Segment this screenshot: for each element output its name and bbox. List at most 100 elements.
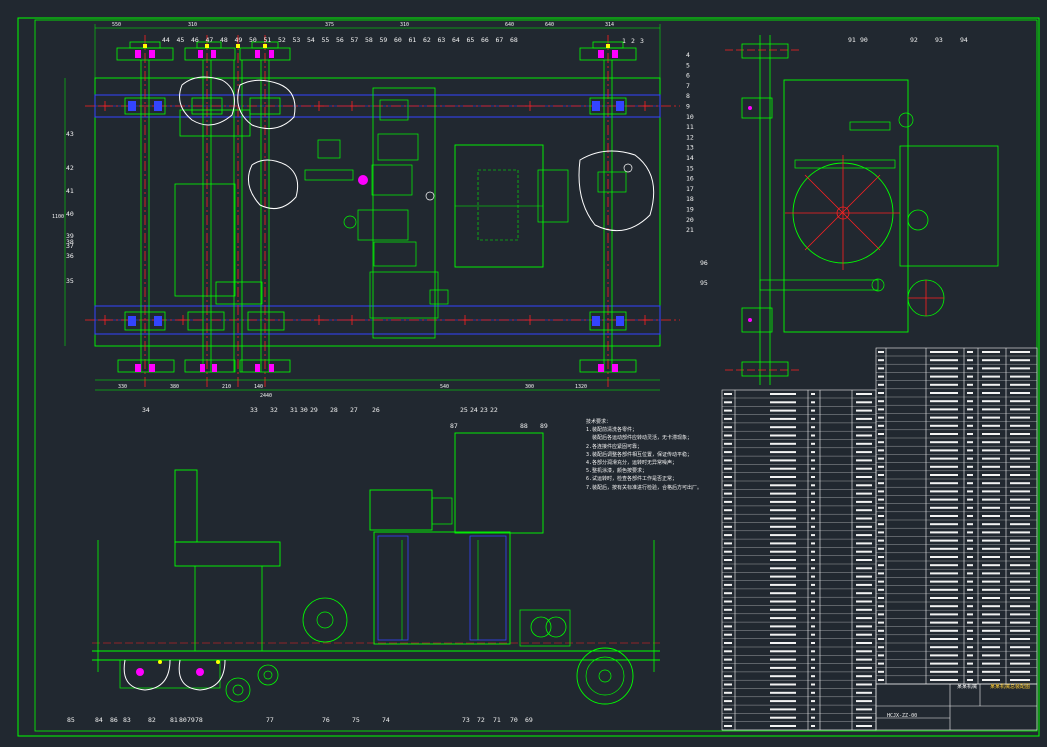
table-cell-text bbox=[811, 492, 815, 495]
table-cell-text bbox=[770, 666, 796, 669]
drawing-title: 某某机械总装配图 bbox=[990, 684, 1031, 690]
table-cell-text bbox=[967, 490, 973, 493]
table-cell-text bbox=[1010, 490, 1030, 493]
table-cell-text bbox=[724, 716, 732, 719]
table-cell-text bbox=[878, 629, 884, 632]
table-cell-text bbox=[967, 588, 973, 591]
table-cell-text bbox=[856, 409, 872, 412]
table-cell-text bbox=[1010, 383, 1030, 386]
table-cell-text bbox=[1010, 465, 1030, 468]
table-cell-text bbox=[811, 426, 815, 429]
balloon-number: 4 bbox=[686, 51, 690, 59]
parts-list-rows bbox=[722, 355, 1037, 731]
table-cell-text bbox=[967, 539, 973, 542]
control-box bbox=[454, 432, 544, 534]
table-cell-text bbox=[770, 467, 796, 470]
table-cell-text bbox=[1010, 367, 1030, 370]
table-cell-text bbox=[930, 654, 958, 657]
balloon-number: 72 bbox=[477, 716, 485, 724]
table-cell-text bbox=[811, 517, 815, 520]
table-cell-text bbox=[811, 650, 815, 653]
table-cell-text bbox=[982, 351, 1000, 353]
table-cell-text bbox=[930, 638, 958, 640]
balloon-number: 84 bbox=[95, 716, 103, 724]
table-cell-text bbox=[967, 547, 973, 550]
table-cell-text bbox=[967, 457, 973, 460]
balloon-number: 59 bbox=[380, 36, 388, 44]
table-cell-text bbox=[967, 498, 973, 501]
table-cell-text bbox=[930, 621, 958, 624]
table-cell-text bbox=[811, 442, 815, 445]
table-cell-text bbox=[930, 531, 958, 534]
table-cell-text bbox=[967, 523, 973, 526]
table-cell-text bbox=[856, 442, 872, 445]
table-cell-text bbox=[878, 416, 884, 419]
table-cell-text bbox=[811, 459, 815, 462]
note-line: 2.各连接件应紧固可靠； bbox=[586, 443, 643, 450]
table-cell-text bbox=[811, 675, 815, 678]
table-cell-text bbox=[724, 550, 732, 553]
table-cell-text bbox=[1010, 638, 1030, 640]
table-cell-text bbox=[811, 700, 815, 703]
table-cell-text bbox=[930, 375, 958, 378]
table-cell-text bbox=[878, 605, 884, 608]
table-cell-text bbox=[982, 359, 1000, 362]
balloon-number: 27 bbox=[350, 406, 358, 414]
balloon-number: 9 bbox=[686, 103, 690, 111]
table-cell-text bbox=[930, 556, 958, 558]
table-cell-text bbox=[967, 613, 973, 616]
balloon-number: 52 bbox=[278, 36, 286, 44]
table-cell-text bbox=[982, 400, 1000, 403]
table-cell-text bbox=[724, 725, 732, 727]
balloon-number: 71 bbox=[493, 716, 501, 724]
table-cell-text bbox=[1010, 679, 1030, 681]
large-wheel bbox=[576, 647, 634, 705]
table-cell-text bbox=[724, 608, 732, 611]
table-cell-text bbox=[878, 515, 884, 517]
table-cell-text bbox=[982, 564, 1000, 567]
table-cell-text bbox=[770, 442, 796, 445]
table-cell-text bbox=[878, 400, 884, 403]
table-cell-text bbox=[930, 670, 958, 673]
table-cell-text bbox=[982, 654, 1000, 657]
table-cell-text bbox=[1010, 547, 1030, 550]
dimension-value: 375 bbox=[325, 22, 334, 28]
table-cell-text bbox=[982, 367, 1000, 370]
table-cell-text bbox=[724, 426, 732, 429]
note-line: 1.装配前清洗各零件； bbox=[586, 427, 638, 434]
table-cell-text bbox=[770, 401, 796, 404]
table-cell-text bbox=[724, 459, 732, 462]
table-cell-text bbox=[982, 441, 1000, 444]
balloon-number: 51 bbox=[264, 36, 272, 44]
table-cell-text bbox=[930, 400, 958, 403]
table-cell-text bbox=[878, 646, 884, 649]
table-cell-text bbox=[856, 592, 872, 595]
table-cell-text bbox=[878, 621, 884, 624]
table-cell-text bbox=[967, 646, 973, 649]
table-cell-text bbox=[930, 515, 958, 517]
balloon-number: 35 bbox=[66, 277, 74, 285]
table-cell-text bbox=[930, 408, 958, 411]
table-cell-text bbox=[878, 662, 884, 665]
table-cell-text bbox=[770, 559, 796, 561]
table-cell-text bbox=[811, 617, 815, 620]
balloon-number: 83 bbox=[123, 716, 131, 724]
table-cell-text bbox=[811, 608, 815, 611]
balloon-number: 28 bbox=[330, 406, 338, 414]
table-cell-text bbox=[811, 658, 815, 661]
table-cell-text bbox=[811, 525, 815, 528]
table-cell-text bbox=[982, 449, 1000, 452]
balloon-number: 34 bbox=[142, 406, 150, 414]
sheet-outer-border bbox=[17, 17, 1040, 737]
table-cell-text bbox=[982, 646, 1000, 649]
table-cell-text bbox=[856, 426, 872, 429]
table-cell-text bbox=[811, 725, 815, 727]
table-cell-text bbox=[1010, 474, 1030, 476]
table-cell-text bbox=[856, 393, 872, 395]
table-cell-text bbox=[878, 670, 884, 673]
table-cell-text bbox=[811, 484, 815, 487]
table-cell-text bbox=[724, 625, 732, 628]
balloon-number: 49 bbox=[235, 36, 243, 44]
